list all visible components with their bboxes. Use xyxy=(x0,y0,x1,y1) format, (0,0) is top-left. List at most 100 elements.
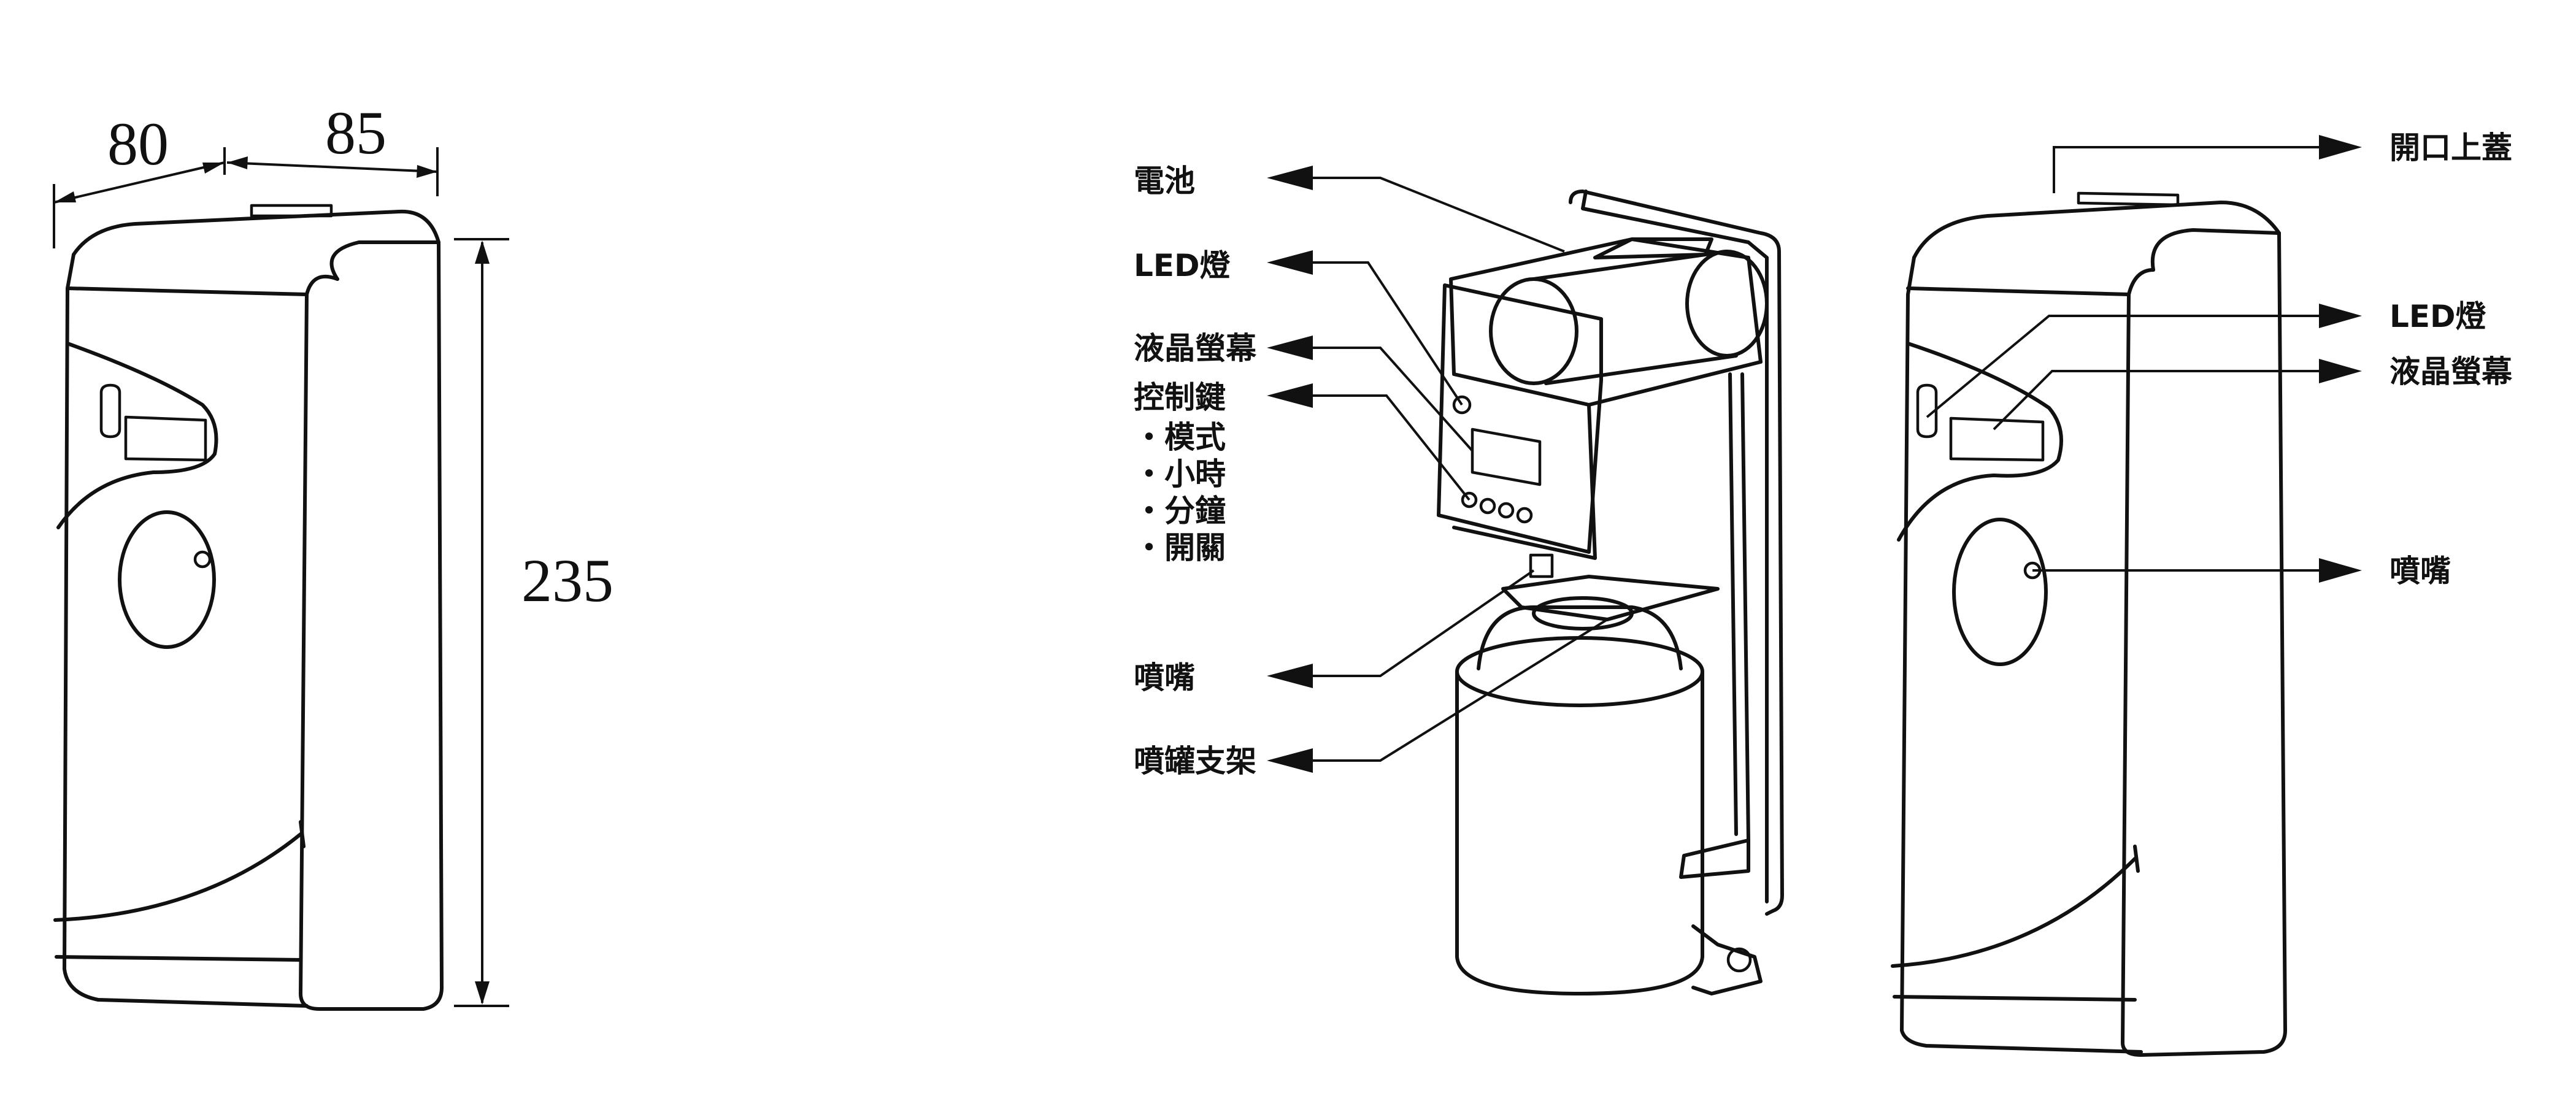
dim-arrow xyxy=(202,163,225,174)
leader-arrow xyxy=(2319,304,2362,328)
right-body-outline xyxy=(317,240,444,1011)
mount-hole xyxy=(1726,947,1752,973)
bottom-corner xyxy=(2133,845,2140,873)
bottom-curve xyxy=(1891,857,2137,968)
back-plate-rail xyxy=(1740,372,1750,842)
label-lcd-screen: 液晶螢幕 xyxy=(2390,354,2513,389)
top-band xyxy=(1906,286,2131,296)
battery-cell-edges xyxy=(1532,250,1738,385)
back-plate-inner xyxy=(1581,190,1769,903)
pcb-button xyxy=(1498,502,1515,519)
dim-arrow xyxy=(417,165,437,178)
pcb-led xyxy=(1452,395,1472,415)
lcd-window xyxy=(124,415,207,462)
bottom-band xyxy=(1893,995,2137,1002)
battery-box xyxy=(1449,237,1763,407)
nozzle-dot xyxy=(193,550,212,569)
nozzle-ring xyxy=(118,510,216,649)
valve-ring xyxy=(1532,596,1634,631)
leader-lcd xyxy=(1288,347,1474,452)
leader-arrow xyxy=(1267,664,1313,688)
leader-arrow xyxy=(2319,558,2362,583)
top-slot xyxy=(2077,191,2180,207)
leader-arrow xyxy=(2319,359,2362,383)
bottom-foot xyxy=(1691,924,1763,995)
front-corner xyxy=(305,275,339,296)
back-plate xyxy=(1569,190,1784,916)
top-edge xyxy=(72,209,440,256)
left-body-outline xyxy=(1900,256,2143,1054)
label-battery: 電池 xyxy=(1134,163,1195,199)
left-body-outline xyxy=(63,253,309,1008)
dim-arrow xyxy=(475,981,490,1005)
front-left-edge xyxy=(2121,293,2143,1057)
label-control-item: ・開關 xyxy=(1134,530,1226,566)
label-control-keys: 控制鍵 xyxy=(1134,380,1226,415)
pcb-board xyxy=(1437,283,1603,554)
leader-arrow xyxy=(2319,135,2362,159)
leader-arrow xyxy=(1267,383,1313,408)
can-dome xyxy=(1477,605,1683,670)
front-labeled-view xyxy=(1891,191,2287,1057)
leader-arrow xyxy=(1267,166,1313,190)
top-right-edge xyxy=(2150,228,2281,272)
nozzle-ring xyxy=(1952,518,2048,666)
dim-height-label: 235 xyxy=(521,546,613,615)
label-top-lid-opening: 開口上蓋 xyxy=(2390,130,2512,166)
label-nozzle: 噴嘴 xyxy=(2390,553,2451,589)
leader-controls xyxy=(1288,394,1471,501)
leader-battery xyxy=(1288,177,1565,253)
leader-led xyxy=(1288,261,1463,406)
label-control-item: ・小時 xyxy=(1134,456,1226,492)
label-can-holder: 噴罐支架 xyxy=(1134,743,1256,779)
battery-box-front xyxy=(1452,403,1597,560)
bottom-curve xyxy=(53,832,302,922)
front-corner xyxy=(2127,268,2155,296)
front-view-labels: 開口上蓋 LED燈 液晶螢幕 噴嘴 xyxy=(1926,130,2513,589)
leader-arrow xyxy=(1267,748,1313,773)
pcb-button xyxy=(1461,491,1478,508)
leader-arrow xyxy=(1267,250,1313,275)
dim-arrow xyxy=(475,240,490,264)
leader-arrow xyxy=(1267,336,1313,360)
lcd-window xyxy=(1949,416,2045,462)
leader-can-holder xyxy=(1288,618,1609,762)
led-outline xyxy=(1916,383,1938,439)
leader-lcd xyxy=(1993,370,2331,431)
dim-width-label: 85 xyxy=(325,99,386,167)
battery-clip xyxy=(1593,237,1713,259)
front-left-edge xyxy=(299,293,321,1011)
right-body-outline xyxy=(2139,231,2287,1057)
label-control-item: ・模式 xyxy=(1134,420,1226,455)
dim-line-depth xyxy=(53,161,225,204)
can-holder-plate xyxy=(1501,575,1720,621)
battery-cell xyxy=(1489,277,1578,385)
label-nozzle: 噴嘴 xyxy=(1134,660,1195,696)
label-control-item: ・分鐘 xyxy=(1134,493,1226,529)
led-outline xyxy=(99,383,121,439)
dim-depth-label: 80 xyxy=(107,110,169,178)
dim-arrow xyxy=(54,191,76,202)
exploded-labels: 電池 LED燈 液晶螢幕 控制鍵 ・模式 ・小時 ・分鐘 ・開關 噴嘴 噴罐支架 xyxy=(1134,163,1609,779)
pcb-lcd xyxy=(1471,428,1542,486)
dim-line-width xyxy=(226,161,438,173)
top-right-edge xyxy=(329,240,440,281)
label-led-light: LED燈 xyxy=(1134,248,1231,283)
leader-nozzle xyxy=(1288,569,1535,677)
pcb-button xyxy=(1479,497,1496,515)
back-plate-rail-2 xyxy=(1728,372,1738,836)
label-led-light: LED燈 xyxy=(2390,299,2486,334)
bottom-bracket xyxy=(1679,838,1750,879)
dim-arrow xyxy=(227,156,248,169)
pcb-button xyxy=(1516,507,1533,524)
top-band xyxy=(66,286,309,296)
can-body xyxy=(1455,670,1704,995)
can-top xyxy=(1455,636,1704,707)
window-cutout xyxy=(56,342,218,529)
exploded-internal-view xyxy=(1437,190,1784,995)
label-lcd-screen: 液晶螢幕 xyxy=(1134,331,1257,366)
top-edge xyxy=(1912,201,2281,259)
nozzle-block xyxy=(1529,553,1554,578)
